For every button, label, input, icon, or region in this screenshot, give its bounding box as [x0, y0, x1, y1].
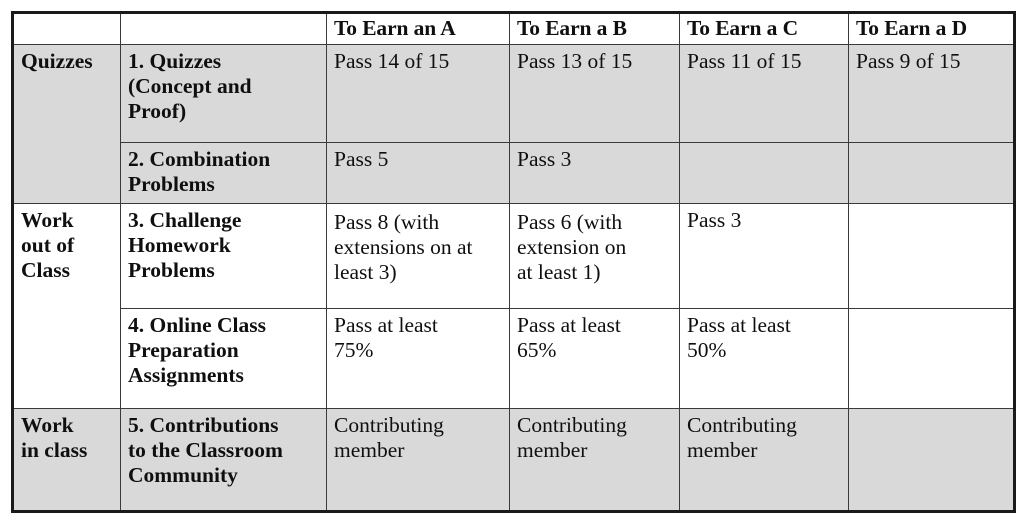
- criteria-line-2: member: [517, 438, 588, 463]
- header-to-earn-a-b: To Earn a B: [509, 12, 680, 45]
- criteria-line-1: Contributing: [334, 413, 444, 437]
- table-row: 4. Online Class Preparation Assignments …: [13, 308, 1015, 409]
- criteria-line-3: least 3): [334, 260, 397, 285]
- header-to-earn-an-a: To Earn an A: [326, 12, 510, 45]
- category-line-1: Work: [21, 208, 74, 232]
- table-row: Work in class 5. Contributions to the Cl…: [12, 408, 1015, 512]
- criteria-line-2: 50%: [687, 338, 727, 363]
- grading-criteria-table-container: To Earn an A To Earn a B To Earn a C To …: [11, 11, 1016, 513]
- item-line-1: 2. Combination: [128, 147, 271, 171]
- item-line-2: to the Classroom: [128, 438, 283, 463]
- criteria-line-2: member: [687, 438, 758, 463]
- table-header-row: To Earn an A To Earn a B To Earn a C To …: [12, 12, 1015, 45]
- criteria-contributions-grade-a: Contributing member: [326, 408, 510, 512]
- item-line-1: 5. Contributions: [128, 413, 279, 437]
- item-line-1: 1. Quizzes: [128, 49, 222, 73]
- criteria-line-1: Pass 6 (with: [517, 210, 623, 234]
- grading-criteria-table: To Earn an A To Earn a B To Earn a C To …: [11, 11, 1016, 513]
- category-line-2: in class: [21, 438, 88, 463]
- category-label-work-out-of-class: Work out of Class: [12, 203, 121, 409]
- criteria-challenge-grade-a: Pass 8 (with extensions on at least 3): [326, 203, 510, 309]
- criteria-online-grade-b: Pass at least 65%: [509, 308, 680, 409]
- table-row: 2. Combination Problems Pass 5 Pass 3: [13, 142, 1015, 204]
- item-line-2: Preparation: [128, 338, 239, 363]
- criteria-challenge-grade-d: [848, 203, 1015, 309]
- criteria-combination-grade-d: [848, 142, 1015, 204]
- category-label-quizzes: Quizzes: [12, 44, 121, 204]
- header-corner-category: [12, 12, 121, 45]
- item-line-3: Assignments: [128, 363, 244, 388]
- category-label-work-in-class: Work in class: [12, 408, 121, 512]
- item-line-1: 3. Challenge: [128, 208, 242, 232]
- item-line-1: 4. Online Class: [128, 313, 266, 337]
- criteria-contributions-grade-d: [848, 408, 1015, 512]
- header-to-earn-a-c: To Earn a C: [679, 12, 849, 45]
- criteria-line-2: extensions on at: [334, 235, 473, 260]
- category-line-2: out of: [21, 233, 75, 258]
- criteria-line-2: 75%: [334, 338, 374, 363]
- item-label-challenge-homework: 3. Challenge Homework Problems: [120, 203, 327, 309]
- criteria-combination-grade-b: Pass 3: [509, 142, 680, 204]
- criteria-line-1: Pass at least: [517, 313, 621, 337]
- criteria-quizzes-grade-c: Pass 11 of 15: [679, 44, 849, 143]
- category-line-1: Work: [21, 413, 74, 437]
- criteria-quizzes-grade-d: Pass 9 of 15: [848, 44, 1015, 143]
- category-line-3: Class: [21, 258, 70, 283]
- criteria-line-2: extension on: [517, 235, 627, 260]
- header-corner-item: [120, 12, 327, 45]
- criteria-combination-grade-c: [679, 142, 849, 204]
- header-to-earn-a-d: To Earn a D: [848, 12, 1015, 45]
- item-label-online-class-prep: 4. Online Class Preparation Assignments: [120, 308, 327, 409]
- item-line-3: Problems: [128, 258, 215, 283]
- criteria-line-3: at least 1): [517, 260, 601, 285]
- criteria-online-grade-a: Pass at least 75%: [326, 308, 510, 409]
- table-row: Work out of Class 3. Challenge Homework …: [12, 203, 1015, 409]
- table-row: Quizzes 1. Quizzes (Concept and Proof) P…: [12, 44, 1015, 204]
- item-label-contributions-classroom-community: 5. Contributions to the Classroom Commun…: [120, 408, 327, 512]
- criteria-quizzes-grade-a: Pass 14 of 15: [326, 44, 510, 143]
- item-line-2: (Concept and: [128, 74, 252, 99]
- criteria-online-grade-c: Pass at least 50%: [679, 308, 849, 409]
- item-label-quizzes-concept-proof: 1. Quizzes (Concept and Proof): [120, 44, 327, 143]
- item-line-3: Proof): [128, 99, 187, 124]
- criteria-line-1: Pass at least: [334, 313, 438, 337]
- criteria-contributions-grade-c: Contributing member: [679, 408, 849, 512]
- criteria-line-2: member: [334, 438, 405, 463]
- item-label-combination-problems: 2. Combination Problems: [120, 142, 327, 204]
- item-line-2: Homework: [128, 233, 231, 258]
- criteria-contributions-grade-b: Contributing member: [509, 408, 680, 512]
- criteria-online-grade-d: [848, 308, 1015, 409]
- criteria-line-1: Pass 8 (with: [334, 210, 440, 234]
- criteria-line-1: Contributing: [517, 413, 627, 437]
- criteria-line-1: Pass at least: [687, 313, 791, 337]
- criteria-combination-grade-a: Pass 5: [326, 142, 510, 204]
- criteria-challenge-grade-b: Pass 6 (with extension on at least 1): [509, 203, 680, 309]
- criteria-line-2: 65%: [517, 338, 557, 363]
- criteria-challenge-grade-c: Pass 3: [679, 203, 849, 309]
- item-line-2: Problems: [128, 172, 215, 197]
- criteria-line-1: Contributing: [687, 413, 797, 437]
- criteria-quizzes-grade-b: Pass 13 of 15: [509, 44, 680, 143]
- item-line-3: Community: [128, 463, 238, 488]
